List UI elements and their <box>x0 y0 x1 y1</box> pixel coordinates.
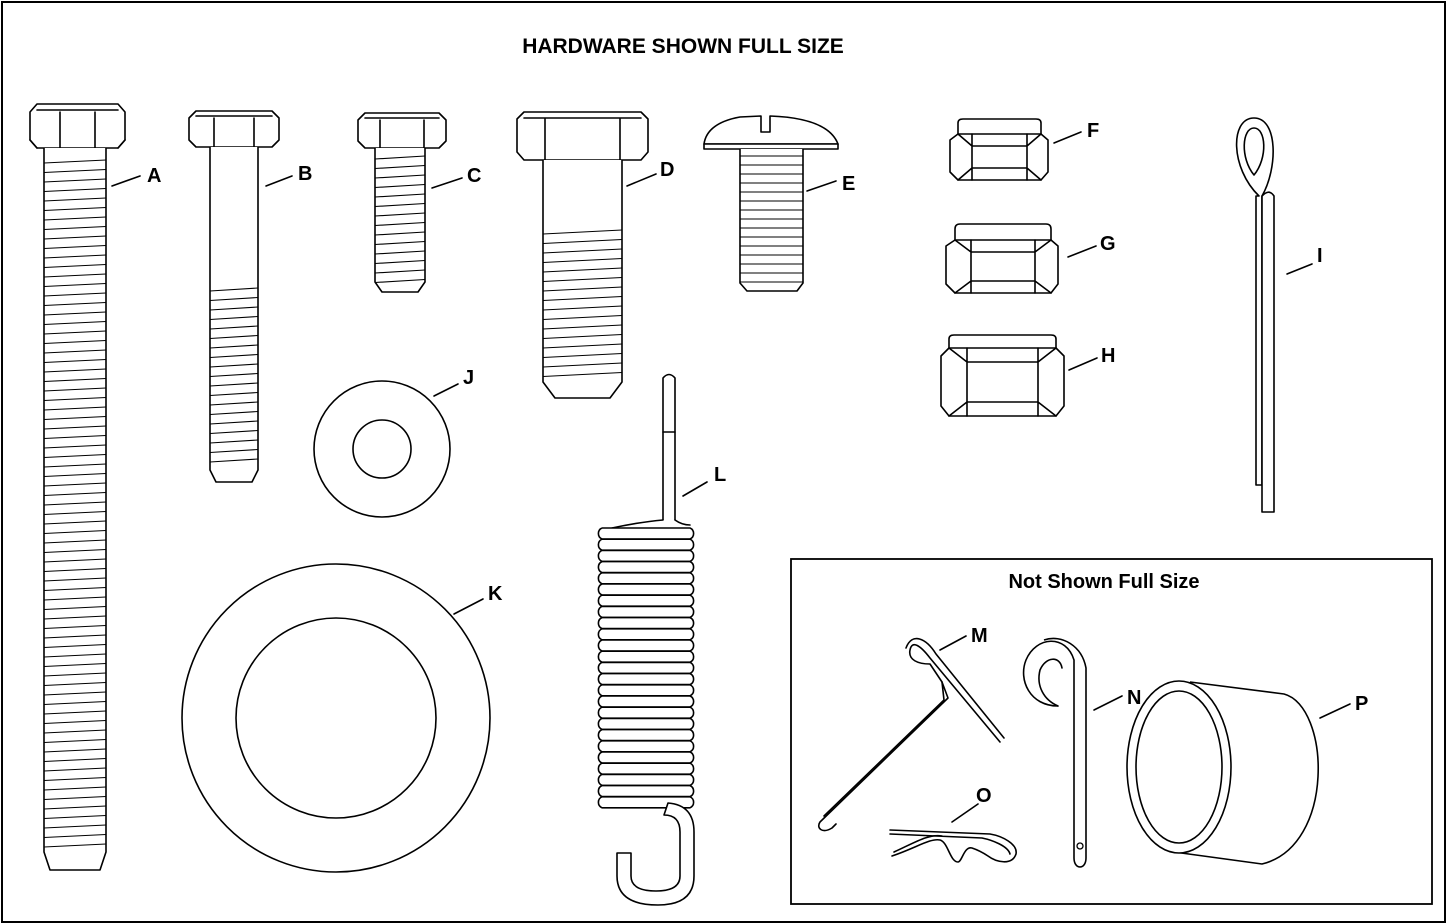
label-C: C <box>467 165 481 187</box>
inset-title: Not Shown Full Size <box>1008 571 1199 593</box>
label-F: F <box>1087 120 1099 142</box>
label-N: N <box>1127 687 1141 709</box>
part-K-flat-washer <box>181 563 491 873</box>
part-N-hitch-pin <box>1022 637 1123 868</box>
part-B-hex-bolt <box>188 110 293 483</box>
label-A: A <box>147 165 161 187</box>
label-M: M <box>971 625 988 647</box>
label-I: I <box>1317 245 1323 267</box>
part-A-hex-bolt <box>29 103 141 871</box>
part-J-flat-washer <box>313 380 459 518</box>
label-P: P <box>1355 693 1368 715</box>
inset-box <box>790 558 1433 905</box>
part-I-cotter-pin <box>1235 117 1313 513</box>
label-K: K <box>488 583 503 605</box>
part-M-spring-clip <box>817 635 1005 832</box>
label-J: J <box>463 367 474 389</box>
part-C-hex-bolt <box>357 112 463 293</box>
label-D: D <box>660 159 674 181</box>
part-O-hair-pin-clip <box>889 803 1017 863</box>
part-H-lock-nut <box>940 334 1098 417</box>
part-L-extension-spring <box>597 373 708 906</box>
part-G-lock-nut <box>945 223 1097 294</box>
part-D-hex-bolt <box>516 111 657 399</box>
part-F-lock-nut <box>949 118 1082 181</box>
part-P-spacer-tube <box>1126 680 1351 865</box>
label-L: L <box>714 464 726 486</box>
label-O: O <box>976 785 992 807</box>
label-G: G <box>1100 233 1116 255</box>
diagram-title: HARDWARE SHOWN FULL SIZE <box>522 35 844 58</box>
label-B: B <box>298 163 312 185</box>
label-E: E <box>842 173 855 195</box>
part-E-truss-screw <box>703 115 839 292</box>
label-H: H <box>1101 345 1115 367</box>
